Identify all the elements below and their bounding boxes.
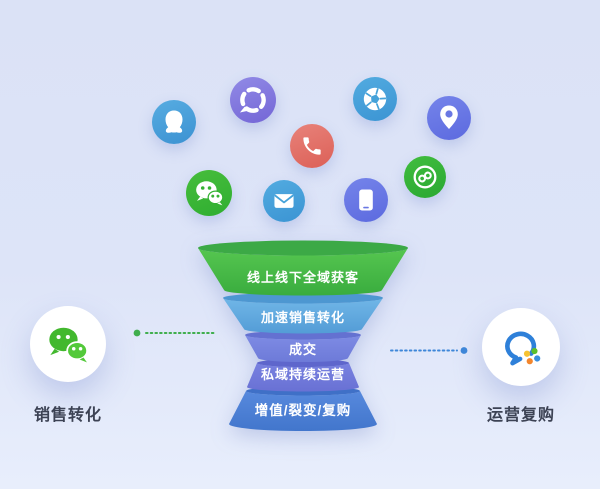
right-endpoint-label: 运营复购 <box>486 407 555 424</box>
wechat-logo-circle <box>30 306 106 382</box>
infinity-link-icon <box>404 156 446 198</box>
left-connector <box>133 329 215 337</box>
funnel-layer-1 <box>198 240 408 296</box>
phone-call-icon <box>290 124 334 168</box>
wecom-logo-circle <box>482 308 560 386</box>
funnel-layer-2-label: 加速销售转化 <box>260 310 345 325</box>
wechat-logo <box>48 327 88 363</box>
wechat-icon <box>186 170 232 216</box>
qq-icon <box>152 100 196 144</box>
right-connector <box>390 347 468 354</box>
mobile-phone-icon <box>344 178 388 222</box>
community-chat-icon <box>230 77 276 123</box>
wecom-logo <box>505 331 541 366</box>
left-endpoint-label: 销售转化 <box>33 407 102 424</box>
funnel-layer-3-label: 成交 <box>289 342 317 357</box>
funnel-layer-1-label: 线上线下全域获客 <box>247 270 359 285</box>
funnel-layer-4-label: 私域持续运营 <box>261 367 345 382</box>
funnel-layer-2 <box>223 292 383 334</box>
location-pin-icon <box>427 96 471 140</box>
sports-ball-icon <box>353 77 397 121</box>
mail-icon <box>263 180 305 222</box>
funnel-layer-5-label: 增值/裂变/复购 <box>255 402 352 418</box>
